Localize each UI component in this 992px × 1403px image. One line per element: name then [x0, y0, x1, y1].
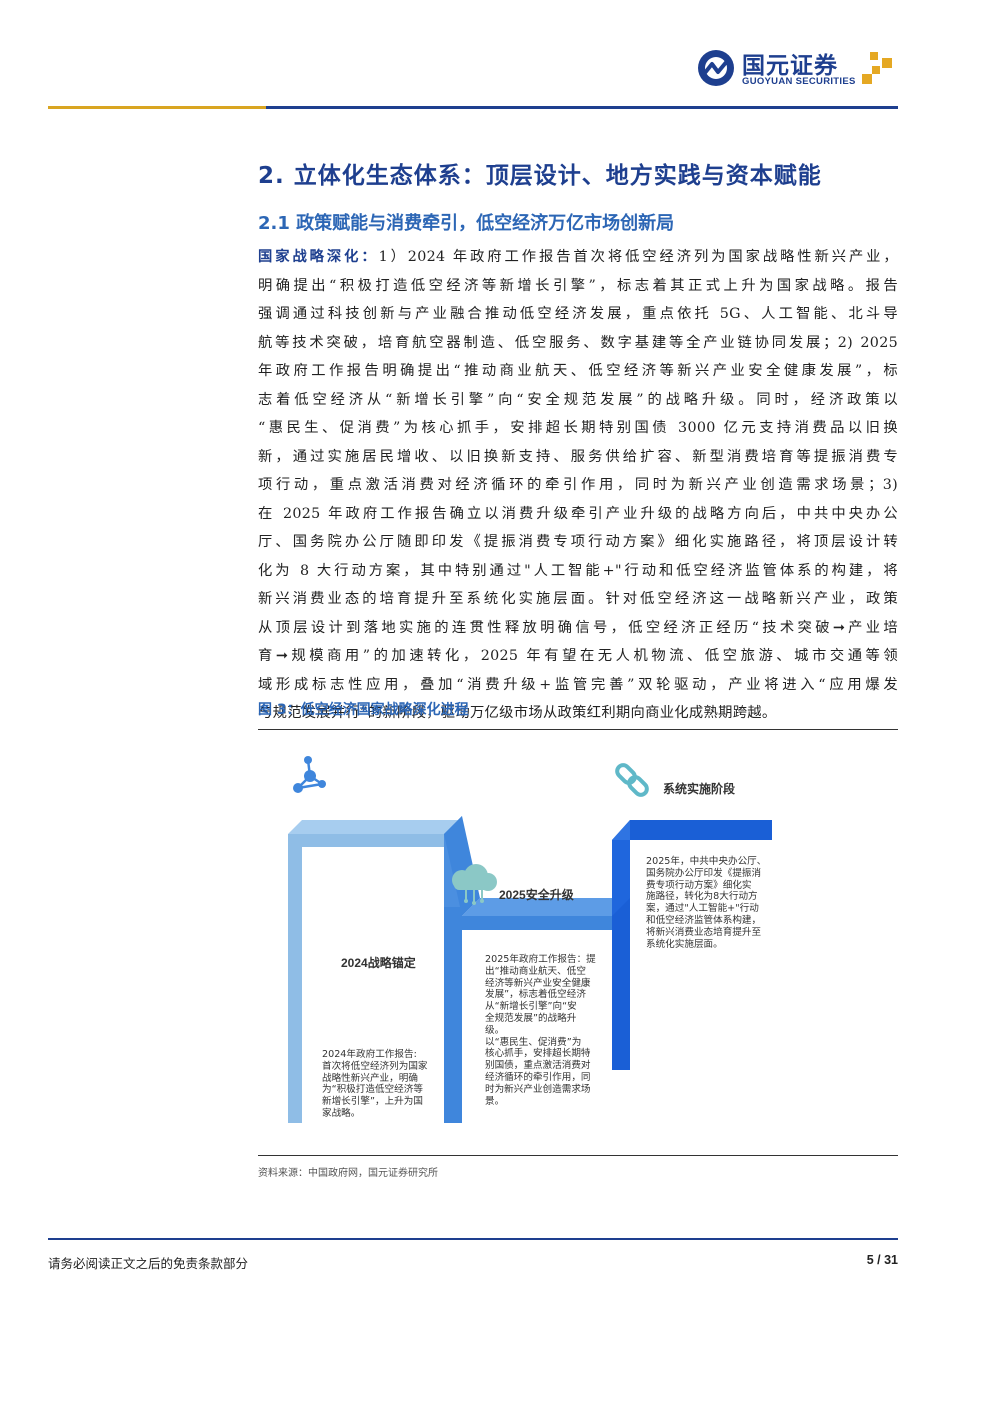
step-2-corner	[444, 816, 480, 916]
paragraph-line: 在 2025 年政府工作报告确立以消费升级牵引产业升级的战略方向后，中共中央办公	[258, 505, 898, 522]
paragraph-line: 志着低空经济从“新增长引擎”向“安全规范发展”的战略升级。同时，经济政策以	[258, 391, 898, 408]
paragraph-line: 新，通过实施居民增收、以旧换新支持、服务供给扩容、新型消费培育等提振消费专	[258, 448, 898, 465]
step-3-corner	[612, 820, 630, 916]
page-number: 5 / 31	[866, 1253, 898, 1267]
stage-1-label: 2024战略锚定	[341, 956, 416, 970]
stage-3-label: 系统实施阶段	[663, 782, 736, 796]
stage-1-description: 2024年政府工作报告: 首次将低空经济列为国家 战略性新兴产业，明确 为“积极…	[322, 1049, 428, 1119]
footer-disclaimer: 请务必阅读正文之后的免责条款部分	[48, 1256, 249, 1271]
figure-title: 图 3：低空经济国家战略深化进程	[258, 702, 469, 718]
step-2-tread	[462, 916, 612, 930]
header-rule-blue	[266, 106, 898, 109]
paragraph-line: 强调通过科技创新与产业融合推动低空经济发展，重点依托 5G、人工智能、北斗导	[258, 306, 898, 322]
paragraph-line: 从顶层设计到落地实施的连贯性释放明确信号，低空经济正经历“技术突破➞产业培	[258, 619, 898, 636]
paragraph-line: 新兴消费业态的培育提升至系统化实施层面。针对低空经济这一战略新兴产业，政策	[258, 591, 898, 607]
network-nodes-icon	[293, 756, 326, 793]
chain-link-icon	[615, 763, 649, 797]
paragraph-line: 化为 8 大行动方案，其中特别通过"人工智能+"行动和低空经济监管体系的构建，将	[258, 562, 898, 579]
figure-top-rule	[258, 729, 898, 730]
figure-bottom-rule	[258, 1155, 898, 1156]
paragraph-line: 航等技术突破，培育航空器制造、低空服务、数字基建等全产业链协同发展；2) 202…	[258, 334, 898, 351]
guoyuan-logo	[698, 50, 892, 86]
paragraph-line: 国家战略深化：1）2024 年政府工作报告首次将低空经济列为国家战略性新兴产业，	[258, 249, 898, 265]
subsection-title: 2.1 政策赋能与消费牵引，低空经济万亿市场创新局	[258, 213, 675, 234]
stage-2-label: 2025安全升级	[499, 888, 574, 902]
logo-company-name: 国元证券	[742, 53, 838, 79]
step-1-tread	[288, 834, 444, 847]
paragraph-line: 与规范发展并行”的新阶段，驱动万亿级市场从政策红利期向商业化成熟期跨越。	[258, 705, 777, 721]
header-rule-gold	[48, 106, 266, 109]
step-2-tread-top	[462, 898, 630, 916]
footer-rule	[48, 1238, 898, 1240]
section-title: 2. 立体化生态体系：顶层设计、地方实践与资本赋能	[258, 163, 822, 189]
paragraph-line: 明确提出“积极打造低空经济等新增长引擎”，标志着其正式上升为国家战略。报告	[258, 277, 898, 294]
step-3-tread	[630, 820, 772, 840]
staircase-diagram	[288, 756, 772, 1123]
step-1-riser	[288, 847, 302, 1123]
stage-2-description: 2025年政府工作报告：提 出“推动商业航天、低空 经济等新兴产业安全健康 发展…	[485, 954, 596, 1107]
paragraph-line: “惠民生、促消费”为核心抓手，安排超长期特别国债 3000 亿元支持消费品以旧换	[258, 420, 898, 436]
paragraph-line: 域形成标志性应用，叠加“消费升级+监管完善”双轮驱动，产业将进入“应用爆发	[258, 676, 898, 693]
logo-company-name-en: GUOYUAN SECURITIES	[742, 76, 856, 87]
paragraph-line: 厅、国务院办公厅随即印发《提振消费专项行动方案》细化实施路径，将顶层设计转	[258, 534, 898, 550]
paragraph-line: 育➞规模商用”的加速转化，2025 年有望在无人机物流、低空旅游、城市交通等领	[258, 648, 898, 664]
paragraph-line: 年政府工作报告明确提出“推动商业航天、低空经济等新兴产业安全健康发展”，标	[258, 363, 898, 379]
cloud-network-icon	[452, 864, 497, 905]
stage-3-description: 2025年，中共中央办公厅、 国务院办公厅印发《提振消 费专项行动方案》细化实 …	[646, 856, 767, 950]
paragraph-line: 项行动，重点激活消费对经济循环的牵引作用，同时为新兴产业创造需求场景；3)	[258, 477, 898, 493]
step-1-tread-top	[288, 820, 458, 834]
figure-source: 资料来源：中国政府网，国元证券研究所	[258, 1168, 438, 1179]
step-2-riser	[444, 907, 462, 1123]
body-paragraph: 国家战略深化：1）2024 年政府工作报告首次将低空经济列为国家战略性新兴产业，…	[258, 243, 898, 728]
paragraph-lead: 国家战略深化：	[258, 249, 379, 265]
